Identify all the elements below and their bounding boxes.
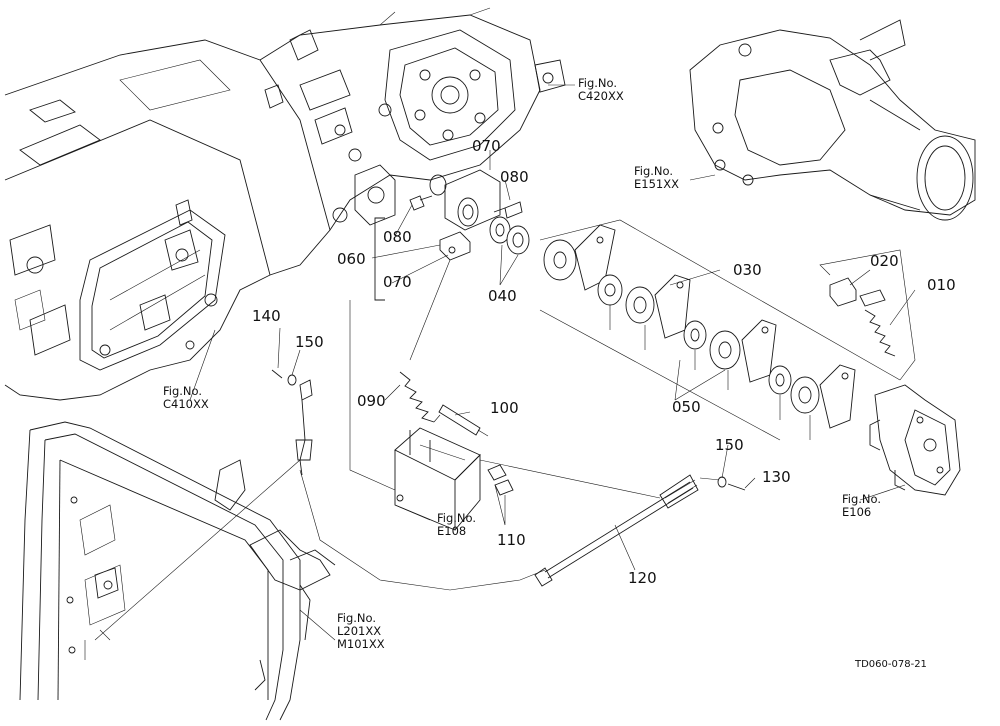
- figref-c420: Fig.No. C420XX: [578, 77, 624, 103]
- part-020-bracket: [829, 277, 886, 307]
- label-140: 140: [252, 307, 281, 325]
- figref-l201: Fig.No. L201XX M101XX: [337, 612, 385, 651]
- figref-e151-line1: Fig.No.: [634, 164, 674, 178]
- figref-c410-line1: Fig.No.: [163, 384, 203, 398]
- label-030: 030: [733, 261, 762, 279]
- label-130: 130: [762, 468, 791, 486]
- part-100-pin: [438, 404, 489, 437]
- part-110-nuts: [487, 464, 514, 496]
- part-080-bolt-a: [409, 195, 433, 211]
- label-080-right: 080: [500, 168, 529, 186]
- figref-e106-line1: Fig.No.: [842, 492, 882, 506]
- label-110: 110: [497, 531, 526, 549]
- lever-housing-e106: [869, 384, 961, 496]
- assembly-bracket-060: [374, 217, 385, 301]
- figref-e108-line2: E108: [437, 524, 467, 538]
- part-040-washers: [489, 216, 530, 255]
- label-040: 040: [488, 287, 517, 305]
- rear-housing: [689, 19, 976, 221]
- pedal-frame: [19, 421, 336, 721]
- transmission-housing: [4, 39, 331, 401]
- part-130-pin-right: [727, 483, 746, 491]
- part-070-clip: [439, 231, 471, 261]
- figref-e151-line2: E151XX: [634, 177, 679, 191]
- label-120: 120: [628, 569, 657, 587]
- figref-c410: Fig.No. C410XX: [163, 385, 209, 411]
- figref-l201-line3: M101XX: [337, 637, 385, 651]
- part-070-bushing: [429, 169, 501, 231]
- part-030-plates: [539, 219, 901, 441]
- label-020: 020: [870, 252, 899, 270]
- part-120-cable: [299, 459, 721, 591]
- label-080-left: 080: [383, 228, 412, 246]
- figref-c410-line2: C410XX: [163, 397, 209, 411]
- part-140-150-left: [271, 369, 313, 476]
- part-090-spring: [399, 259, 451, 423]
- label-070-bottom: 070: [383, 273, 412, 291]
- figref-e106-line2: E106: [842, 505, 872, 519]
- part-150-washer-right: [717, 476, 727, 488]
- label-090: 090: [357, 392, 386, 410]
- figref-e106: Fig.No. E106: [842, 493, 881, 519]
- figref-c420-line2: C420XX: [578, 89, 624, 103]
- figref-e108-line1: Fig.No.: [437, 511, 477, 525]
- label-100: 100: [490, 399, 519, 417]
- label-070-top: 070: [472, 137, 501, 155]
- label-150-right: 150: [715, 436, 744, 454]
- bracket-e108: [349, 300, 481, 531]
- drawing-code: TD060-078-21: [855, 659, 927, 670]
- label-060: 060: [337, 250, 366, 268]
- label-150-left: 150: [295, 333, 324, 351]
- label-050: 050: [672, 398, 701, 416]
- figref-e108: Fig.No. E108: [437, 512, 476, 538]
- figref-c420-line1: Fig.No.: [578, 76, 618, 90]
- label-010: 010: [927, 276, 956, 294]
- part-080-bolt-b: [493, 201, 523, 219]
- figref-e151: Fig.No. E151XX: [634, 165, 679, 191]
- part-010-spring: [819, 249, 916, 381]
- leader-lines: [189, 84, 916, 641]
- engine-housing: [259, 7, 566, 231]
- figref-l201-line1: Fig.No.: [337, 611, 377, 625]
- figref-l201-line2: L201XX: [337, 624, 382, 638]
